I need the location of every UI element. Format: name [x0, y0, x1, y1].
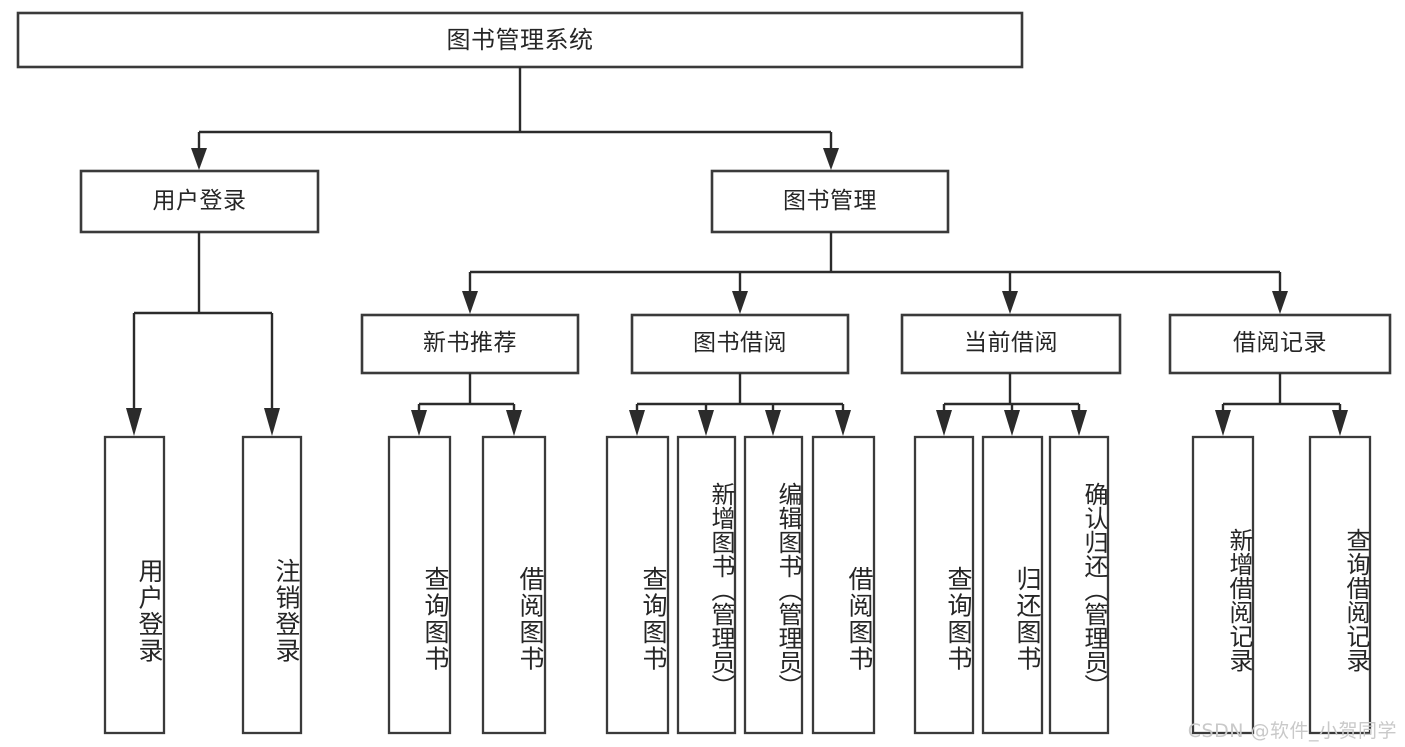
arrowhead-leaf-query-book-2	[629, 410, 645, 436]
leaf-box-query-borrow-record[interactable]	[1308, 435, 1372, 735]
arrowhead-borrow-record	[1272, 291, 1288, 314]
leaf-box-query-book-1[interactable]	[387, 435, 452, 735]
arrowhead-book-borrow	[732, 291, 748, 314]
leaf-box-return-book[interactable]	[981, 435, 1044, 735]
watermark-text: CSDN @软件_小贺同学	[1187, 720, 1397, 742]
arrowhead-new-book-recommend	[462, 291, 478, 314]
arrowhead-book-manage	[823, 148, 839, 170]
arrowhead-leaf-add-borrow-record	[1215, 410, 1231, 436]
arrowhead-leaf-logout	[264, 408, 280, 436]
arrowhead-leaf-return-book	[1004, 410, 1020, 436]
arrowhead-leaf-edit-book	[765, 410, 781, 436]
arrowhead-leaf-confirm-return	[1071, 410, 1087, 436]
leaf-box-add-book-admin[interactable]	[676, 435, 737, 735]
node-user-login-box[interactable]	[79, 169, 320, 234]
node-current-borrow-box[interactable]	[900, 313, 1122, 375]
leaf-box-query-book-2[interactable]	[605, 435, 670, 735]
node-new-book-recommend-box[interactable]	[360, 313, 580, 375]
leaf-box-borrow-book-2[interactable]	[811, 435, 876, 735]
arrowhead-leaf-query-borrow-record	[1332, 410, 1348, 436]
arrowhead-leaf-query-book-1	[411, 410, 427, 436]
node-root-box[interactable]	[16, 11, 1024, 69]
arrowhead-user-login	[191, 148, 207, 170]
node-book-borrow-box[interactable]	[630, 313, 850, 375]
node-borrow-record-box[interactable]	[1168, 313, 1392, 375]
leaf-box-add-borrow-record[interactable]	[1191, 435, 1255, 735]
arrowhead-leaf-borrow-book-2	[835, 410, 851, 436]
leaf-box-query-book-3[interactable]	[913, 435, 975, 735]
arrowhead-current-borrow	[1002, 291, 1018, 314]
leaf-box-edit-book-admin[interactable]	[743, 435, 804, 735]
node-book-manage-box[interactable]	[710, 169, 950, 234]
arrowhead-leaf-user-login	[126, 408, 142, 436]
arrowhead-leaf-query-book-3	[936, 410, 952, 436]
arrowhead-leaf-borrow-book-1	[506, 410, 522, 436]
arrowhead-leaf-add-book	[698, 410, 714, 436]
leaf-box-confirm-return-admin[interactable]	[1048, 435, 1110, 735]
leaf-box-borrow-book-1[interactable]	[481, 435, 547, 735]
leaf-box-logout[interactable]	[241, 435, 303, 735]
leaf-box-user-login[interactable]	[103, 435, 166, 735]
